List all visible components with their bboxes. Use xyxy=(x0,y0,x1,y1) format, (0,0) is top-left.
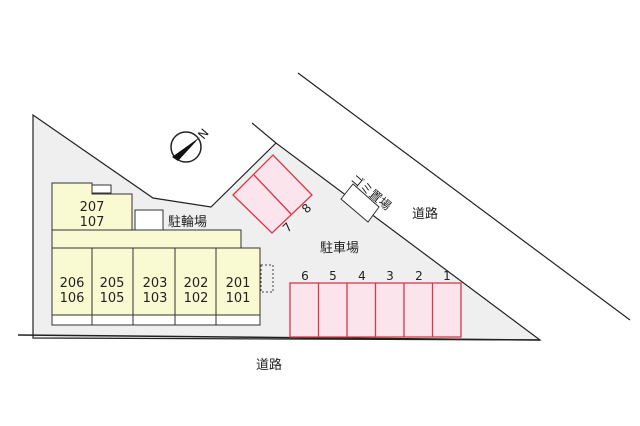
slot-number: 4 xyxy=(358,269,366,283)
right-road-edge xyxy=(297,72,631,321)
road-label-bottom: 道路 xyxy=(256,357,282,373)
slot-number: 5 xyxy=(329,269,337,283)
garbage-area xyxy=(340,183,380,223)
unit-upper: 206 xyxy=(60,276,85,291)
bicycle-parking xyxy=(134,209,164,231)
unit-lower: 105 xyxy=(100,291,125,306)
lot-boundary-line xyxy=(251,122,277,144)
slot-number: 1 xyxy=(443,269,451,283)
unit-lower: 107 xyxy=(80,215,105,230)
unit-upper: 202 xyxy=(184,276,209,291)
compass-icon: N xyxy=(170,126,212,163)
dotted-area xyxy=(260,264,274,293)
bottom-road-edge xyxy=(17,334,541,341)
unit-upper: 207 xyxy=(80,200,105,215)
bicycle-parking-label: 駐輪場 xyxy=(168,214,207,230)
unit-lower: 101 xyxy=(226,291,251,306)
parking-slots-7-8 xyxy=(232,154,313,234)
unit-upper: 205 xyxy=(100,276,125,291)
slot-number: 2 xyxy=(415,269,423,283)
unit-lower: 103 xyxy=(143,291,168,306)
building xyxy=(51,182,261,326)
unit-lower: 102 xyxy=(184,291,209,306)
unit-upper: 201 xyxy=(226,276,251,291)
slot-number: 6 xyxy=(301,269,309,283)
parking-slots-1-6 xyxy=(289,282,462,338)
road-label-right: 道路 xyxy=(412,206,438,222)
slot-number: 3 xyxy=(386,269,394,283)
unit-upper: 203 xyxy=(143,276,168,291)
unit-lower: 106 xyxy=(60,291,85,306)
parking-label: 駐車場 xyxy=(320,241,359,256)
